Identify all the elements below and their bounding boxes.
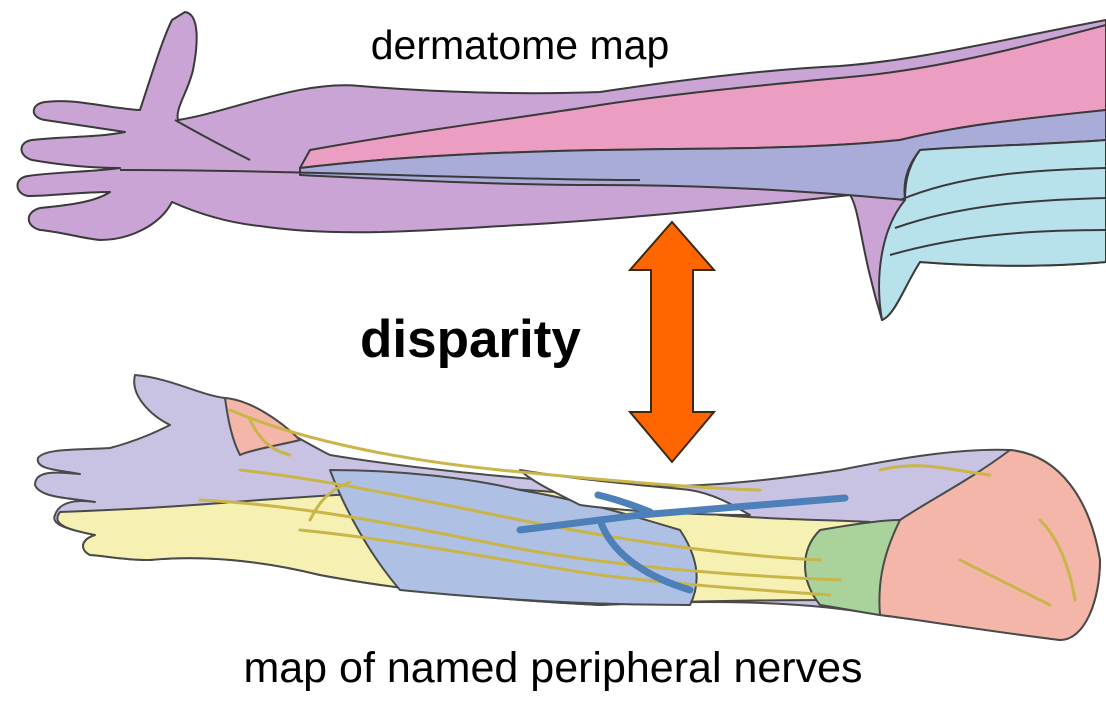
double-headed-arrow (630, 222, 714, 462)
nerve-map-arm (35, 375, 1100, 640)
disparity-label: disparity (360, 309, 581, 370)
dermatome-map-label: dermatome map (0, 22, 1040, 69)
peripheral-nerves-label: map of named peripheral nerves (0, 644, 1106, 693)
